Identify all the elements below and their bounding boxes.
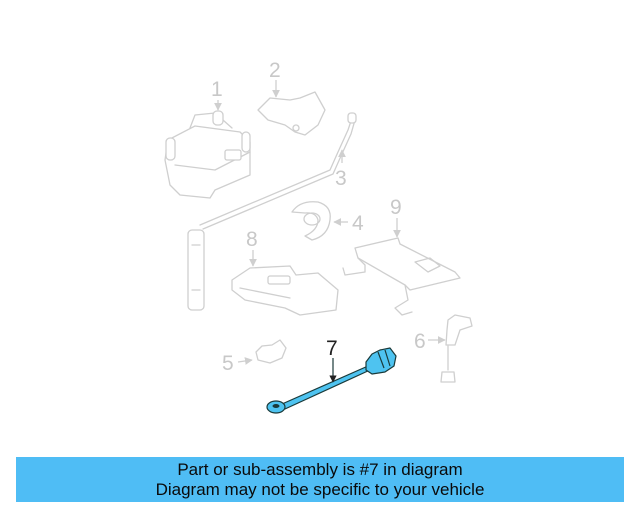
callout-8[interactable]: 8 bbox=[246, 228, 258, 251]
part-1-ignition-coil[interactable]: 1 bbox=[164, 78, 251, 199]
part-2-bracket[interactable]: 2 bbox=[257, 59, 326, 136]
part-8-control-module[interactable]: 8 bbox=[231, 228, 339, 316]
callout-1[interactable]: 1 bbox=[211, 78, 223, 101]
part-9-mounting-bracket[interactable]: 9 bbox=[342, 196, 461, 316]
callout-9[interactable]: 9 bbox=[390, 196, 402, 219]
callout-5[interactable]: 5 bbox=[222, 352, 234, 375]
callout-3[interactable]: 3 bbox=[335, 167, 347, 190]
banner-line-disclaimer: Diagram may not be specific to your vehi… bbox=[155, 479, 485, 499]
part-4-clamp[interactable]: 4 bbox=[291, 201, 364, 241]
part-7-knock-sensor[interactable]: 7 bbox=[266, 337, 397, 414]
callout-6[interactable]: 6 bbox=[414, 330, 426, 353]
part-3-spark-plug-wire[interactable]: 3 bbox=[187, 112, 357, 311]
info-banner: Part or sub-assembly is #7 in diagram Di… bbox=[16, 457, 624, 502]
callout-7[interactable]: 7 bbox=[326, 337, 338, 360]
callout-2[interactable]: 2 bbox=[269, 59, 281, 82]
part-5-sensor[interactable]: 5 bbox=[222, 339, 287, 375]
banner-line-part-number: Part or sub-assembly is #7 in diagram bbox=[177, 459, 463, 479]
callout-4[interactable]: 4 bbox=[352, 212, 364, 235]
part-6-speed-sensor[interactable]: 6 bbox=[414, 314, 473, 383]
parts-diagram: 1 2 3 4 8 9 bbox=[164, 59, 473, 414]
